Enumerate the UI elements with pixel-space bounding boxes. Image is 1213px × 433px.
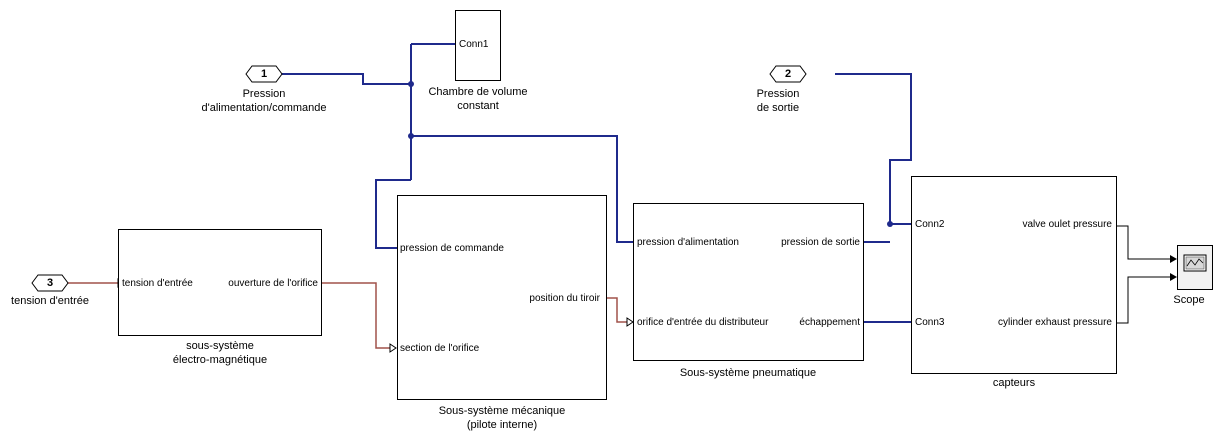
junction-dot [408,81,414,87]
port-conn1: Conn1 [459,39,489,50]
arrowhead [1170,255,1177,263]
block-pneu[interactable]: pression d'alimentation orifice d'entrée… [633,203,864,361]
tag-label-3: tension d'entrée [11,295,89,307]
tag-shape-2 [769,65,807,83]
arrowhead [1170,273,1177,281]
tag-label-2: Pression de sortie [756,88,800,114]
port-position-tiroir: position du tiroir [529,293,600,304]
port-cylinder-exhaust-pressure: cylinder exhaust pressure [998,317,1112,328]
block-meca[interactable]: pression de commande section de l'orific… [397,195,607,400]
port-pression-commande: pression de commande [400,243,504,254]
port-pression-sortie: pression de sortie [781,237,860,248]
line-tag1-to-junction [282,73,411,85]
caption-chamber: Chambre de volume constant [428,86,528,112]
input-port-marker [389,343,397,353]
tag-number-3: 3 [46,277,54,289]
line-capteurs-out2-scope [1117,276,1170,324]
line-to-pneu-supply [411,135,633,243]
line-capteurs-out1-scope [1117,225,1170,260]
block-scope[interactable] [1177,245,1213,290]
caption-scope: Scope [1173,294,1205,306]
caption-meca: Sous-système mécanique (pilote interne) [438,405,566,431]
line-to-meca-command [375,179,411,249]
tag-shape-1 [245,65,283,83]
caption-capteurs: capteurs [992,377,1036,389]
port-section-orifice: section de l'orifice [400,343,480,354]
junction-dot [408,133,414,139]
input-port-marker [626,317,634,327]
port-valve-outlet-pressure: valve oulet pressure [1022,219,1113,230]
block-chamber[interactable]: Conn1 [455,10,501,81]
port-conn3: Conn3 [915,317,945,328]
tag-number-2: 2 [784,68,792,80]
line-tag2-to-conn2 [835,73,912,225]
port-tension-entree: tension d'entrée [122,278,193,289]
tag-shape-3 [31,274,69,292]
caption-electro: sous-système électro-magnétique [172,340,268,366]
caption-pneu: Sous-système pneumatique [679,367,817,379]
port-pression-alimentation: pression d'alimentation [637,237,739,248]
port-orifice-entree: orifice d'entrée du distributeur [637,317,769,328]
scope-icon [1183,254,1207,272]
port-echappement: échappement [799,317,860,328]
line-tiroir-to-pneu [607,297,627,323]
block-capteurs[interactable]: Conn2 Conn3 valve oulet pressure cylinde… [911,176,1117,374]
port-ouverture-orifice: ouverture de l'orifice [228,278,318,289]
port-conn2: Conn2 [915,219,945,230]
block-electro[interactable]: tension d'entrée ouverture de l'orifice [118,229,322,336]
line-orifice-to-meca [322,282,390,349]
tag-label-1: Pression d'alimentation/commande [201,88,327,114]
tag-number-1: 1 [260,68,268,80]
junction-dot [887,221,893,227]
